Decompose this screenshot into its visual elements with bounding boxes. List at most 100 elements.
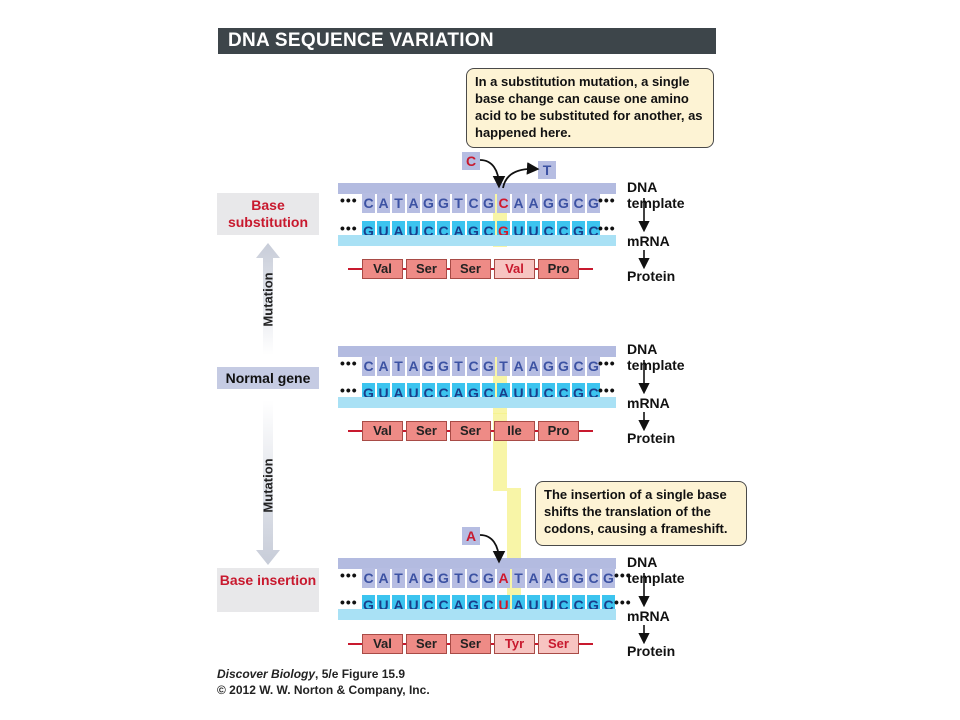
base: A xyxy=(527,193,540,213)
highlight-connector-shift xyxy=(507,488,521,563)
label-protein: Protein xyxy=(627,643,676,659)
ellipsis-left: ••• xyxy=(340,567,358,583)
callout-substitution: In a substitution mutation, a single bas… xyxy=(466,68,714,148)
ellipsis-left: ••• xyxy=(340,192,358,208)
base: A xyxy=(497,568,510,588)
ellipsis-right: ••• xyxy=(598,355,616,371)
base: C xyxy=(362,356,375,376)
arrow-insert xyxy=(479,534,506,564)
base: A xyxy=(407,356,420,376)
base: A xyxy=(527,568,540,588)
base: A xyxy=(527,356,540,376)
base: G xyxy=(422,568,435,588)
base: G xyxy=(542,356,555,376)
ellipsis-right: ••• xyxy=(598,220,616,236)
amino-acid: Val xyxy=(362,259,403,279)
caption-copyright: © 2012 W. W. Norton & Company, Inc. xyxy=(217,683,430,697)
base: C xyxy=(572,356,585,376)
arrow-base-out xyxy=(502,162,540,189)
base: A xyxy=(407,193,420,213)
base: G xyxy=(542,193,555,213)
label-base-insertion: Base insertion xyxy=(217,568,319,612)
removed-base-tag: T xyxy=(538,161,556,179)
base: T xyxy=(392,356,405,376)
mrna-backbone xyxy=(338,235,616,246)
dna-backbone xyxy=(338,346,616,357)
base: A xyxy=(407,568,420,588)
base: G xyxy=(572,568,585,588)
ellipsis-left: ••• xyxy=(340,220,358,236)
base: G xyxy=(482,356,495,376)
label-base-substitution: Base substitution xyxy=(217,193,319,235)
label-mrna: mRNA xyxy=(627,608,670,624)
amino-acid: Ser xyxy=(406,421,447,441)
callout-insertion: The insertion of a single base shifts th… xyxy=(535,481,747,546)
base: T xyxy=(497,356,510,376)
ellipsis-left: ••• xyxy=(340,355,358,371)
base: A xyxy=(377,356,390,376)
dna-backbone xyxy=(338,558,616,569)
mutation-down-arrow xyxy=(256,400,280,565)
amino-acid: Val xyxy=(362,421,403,441)
base: G xyxy=(437,356,450,376)
amino-acid: Ser xyxy=(450,421,491,441)
base: A xyxy=(377,568,390,588)
base: C xyxy=(467,356,480,376)
ellipsis-left: ••• xyxy=(340,594,358,610)
base: T xyxy=(512,568,525,588)
base: C xyxy=(362,193,375,213)
label-dna-template: DNA template xyxy=(627,179,685,211)
base: G xyxy=(557,356,570,376)
base: T xyxy=(392,568,405,588)
label-mrna: mRNA xyxy=(627,233,670,249)
ellipsis-right: ••• xyxy=(598,382,616,398)
label-dna-template: DNA template xyxy=(627,341,685,373)
ellipsis-right: ••• xyxy=(614,567,632,583)
base: G xyxy=(482,568,495,588)
label-normal-gene: Normal gene xyxy=(217,367,319,389)
figure-title: DNA SEQUENCE VARIATION xyxy=(218,28,716,54)
amino-acid: Tyr xyxy=(494,634,535,654)
base: T xyxy=(392,193,405,213)
amino-acid: Ser xyxy=(406,259,447,279)
amino-acid: Ser xyxy=(450,259,491,279)
label-protein: Protein xyxy=(627,430,676,446)
amino-acid: Ser xyxy=(538,634,579,654)
dna-backbone xyxy=(338,183,616,194)
base: G xyxy=(482,193,495,213)
base: C xyxy=(362,568,375,588)
arrow-base-in xyxy=(479,159,506,189)
base: G xyxy=(437,193,450,213)
amino-acid: Val xyxy=(362,634,403,654)
base: C xyxy=(587,568,600,588)
base: G xyxy=(422,356,435,376)
mrna-backbone xyxy=(338,609,616,620)
amino-acid: Pro xyxy=(538,259,579,279)
base: G xyxy=(587,356,600,376)
base: T xyxy=(452,193,465,213)
amino-acid: Ile xyxy=(494,421,535,441)
amino-acid: Val xyxy=(494,259,535,279)
mutation-up-arrow xyxy=(256,243,280,355)
base: A xyxy=(542,568,555,588)
mrna-backbone xyxy=(338,397,616,408)
ellipsis-right: ••• xyxy=(614,594,632,610)
ellipsis-right: ••• xyxy=(598,192,616,208)
base: A xyxy=(512,193,525,213)
base: T xyxy=(452,568,465,588)
base: C xyxy=(467,568,480,588)
base: G xyxy=(587,193,600,213)
amino-acid: Ser xyxy=(450,634,491,654)
base: A xyxy=(377,193,390,213)
amino-acid: Pro xyxy=(538,421,579,441)
figure-caption: Discover Biology, 5/e Figure 15.9 xyxy=(217,667,405,681)
inserted-base-tag: C xyxy=(462,152,480,170)
base: C xyxy=(497,193,510,213)
base: T xyxy=(452,356,465,376)
base: G xyxy=(437,568,450,588)
base: A xyxy=(512,356,525,376)
